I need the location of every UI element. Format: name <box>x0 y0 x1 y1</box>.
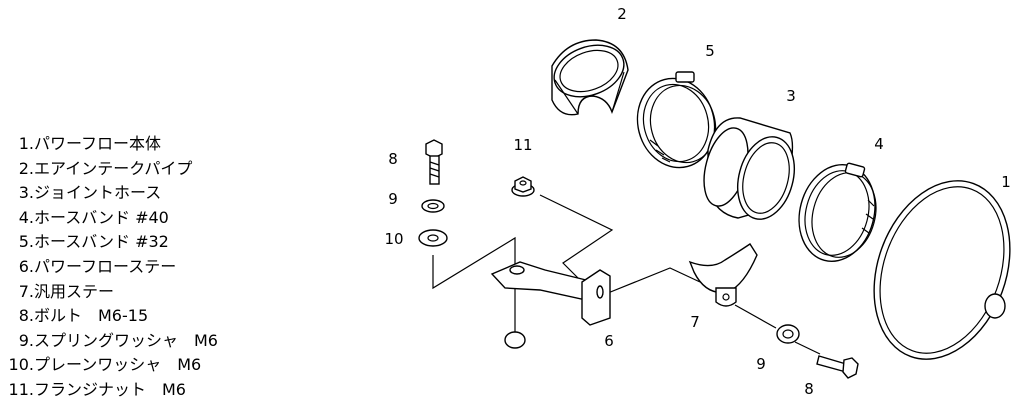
flange-nut-part <box>511 176 535 197</box>
part-item-3: 3.ジョイントホース <box>18 183 162 203</box>
spring-washer-part-upper <box>421 199 445 213</box>
spring-washer-part-lower <box>776 324 800 344</box>
callout-1: 1 <box>1001 173 1011 191</box>
callout-8-lower: 8 <box>804 380 814 398</box>
callout-6: 6 <box>604 332 614 350</box>
callout-9-upper: 9 <box>388 190 398 208</box>
part-item-6: 6.パワーフローステー <box>18 256 177 276</box>
part-item-9: 9.スプリングワッシャ M6 <box>18 330 218 350</box>
bolt-part-upper <box>425 139 443 185</box>
plain-washer-part <box>418 229 448 247</box>
callout-4: 4 <box>874 135 884 153</box>
part-item-1: 1.パワーフロー本体 <box>18 134 162 153</box>
part-item-2: 2.エアインテークパイプ <box>18 158 193 178</box>
joint-hose-part <box>703 117 795 220</box>
power-flow-body-part <box>873 180 1011 360</box>
callout-7: 7 <box>690 313 700 331</box>
callout-11: 11 <box>513 136 532 154</box>
callout-10: 10 <box>384 230 403 248</box>
bolt-part-lower <box>816 355 859 379</box>
hose-band-40-part <box>798 162 877 262</box>
part-item-8: 8.ボルト M6-15 <box>18 306 149 326</box>
callout-labels: 2 5 3 4 1 11 8 9 10 6 7 9 8 <box>384 5 1010 398</box>
part-item-10: 10.プレーンワッシャ M6 <box>8 355 202 375</box>
callout-3: 3 <box>786 87 796 105</box>
parts-list: 1.パワーフロー本体 2.エアインテークパイプ 3.ジョイントホース 4.ホース… <box>4 132 218 403</box>
air-intake-pipe-part <box>551 39 629 116</box>
callout-9-lower: 9 <box>756 355 766 373</box>
part-item-7: 7.汎用ステー <box>18 281 115 301</box>
plain-washer-outline <box>504 331 526 349</box>
hose-band-32-part <box>636 71 717 169</box>
part-item-11: 11.フランジナット M6 <box>8 379 186 399</box>
universal-stay-part <box>688 243 758 307</box>
callout-8-upper: 8 <box>388 150 398 168</box>
power-flow-stay-part <box>490 261 611 326</box>
part-item-5: 5.ホースバンド #32 <box>18 232 169 252</box>
callout-5: 5 <box>705 42 715 60</box>
callout-2: 2 <box>617 5 627 23</box>
part-item-4: 4.ホースバンド #40 <box>18 207 169 227</box>
